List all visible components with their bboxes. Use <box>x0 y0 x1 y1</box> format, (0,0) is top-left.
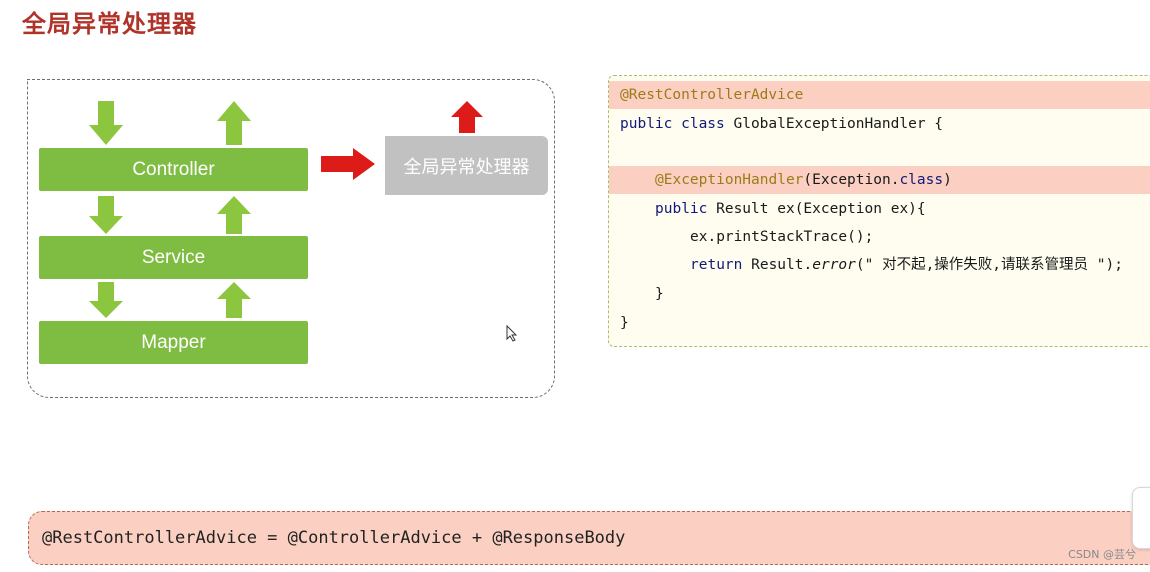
code-keyword: class <box>899 172 944 188</box>
watermark: CSDN @芸兮 <box>1068 548 1136 561</box>
code-text: GlobalExceptionHandler { <box>724 116 944 132</box>
code-line-6: ex.printStackTrace(); <box>609 223 1150 251</box>
code-panel: @RestControllerAdvice public class Globa… <box>608 75 1150 347</box>
code-text: ) <box>943 172 952 188</box>
right-arrow-icon <box>321 148 375 180</box>
code-text: (Exception. <box>803 172 900 188</box>
architecture-diagram <box>27 79 555 398</box>
layer-controller: Controller <box>39 148 308 191</box>
up-arrow-icon <box>217 282 251 318</box>
up-arrow-icon <box>217 101 251 145</box>
code-annotation: @ExceptionHandler <box>655 172 804 188</box>
layer-mapper: Mapper <box>39 321 308 364</box>
code-text: } <box>655 286 664 302</box>
code-line-4: @ExceptionHandler(Exception.class) <box>609 166 1150 194</box>
layer-service: Service <box>39 236 308 279</box>
code-line-9: } <box>609 309 1150 337</box>
code-text: ex.printStackTrace(); <box>690 229 874 245</box>
side-panel-tab[interactable] <box>1132 487 1150 549</box>
code-text: } <box>620 315 629 331</box>
code-text: (" 对不起,操作失败,请联系管理员 "); <box>855 257 1123 273</box>
code-text: Result ex(Exception ex){ <box>707 201 926 217</box>
down-arrow-icon <box>89 282 123 318</box>
code-line-7: return Result.error(" 对不起,操作失败,请联系管理员 ")… <box>609 251 1150 279</box>
formula-banner: @RestControllerAdvice = @ControllerAdvic… <box>28 511 1150 565</box>
down-arrow-icon <box>89 101 123 145</box>
code-text: Result. <box>742 257 813 273</box>
code-annotation: @RestControllerAdvice <box>620 87 804 103</box>
code-keyword: public class <box>620 116 725 132</box>
mouse-cursor-icon <box>506 325 518 342</box>
down-arrow-icon <box>89 196 123 234</box>
up-arrow-icon <box>451 101 483 133</box>
code-keyword: public <box>655 201 708 217</box>
code-keyword: return <box>690 257 743 273</box>
code-method: error <box>812 257 856 273</box>
code-line-8: } <box>609 280 1150 308</box>
code-line-1: @RestControllerAdvice <box>609 81 1150 109</box>
global-exception-handler-box: 全局异常处理器 <box>385 136 548 195</box>
page-title: 全局异常处理器 <box>22 10 197 38</box>
up-arrow-icon <box>217 196 251 234</box>
code-line-5: public Result ex(Exception ex){ <box>609 195 1150 223</box>
code-line-2: public class GlobalExceptionHandler { <box>609 110 1150 138</box>
